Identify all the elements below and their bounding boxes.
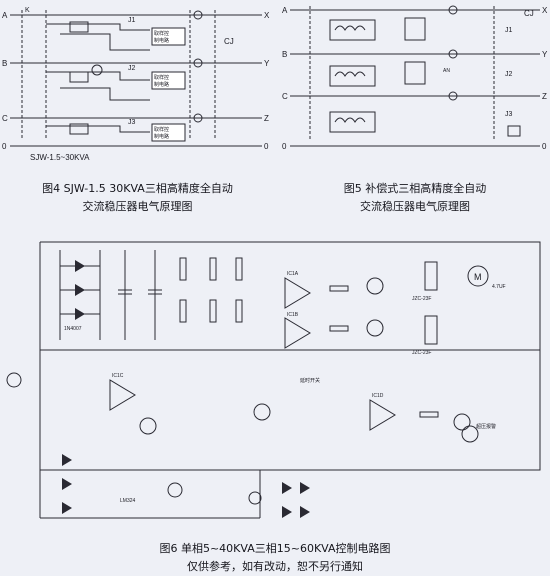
bridge-rectifier-top <box>59 250 101 340</box>
fig4-phase-b: B <box>2 59 7 68</box>
fig4-out-0: 0 <box>264 142 269 151</box>
fig5-out-z: Z <box>542 92 547 101</box>
fig4-phase-a: A <box>2 11 8 20</box>
fig5-relay-j3: J3 <box>505 111 513 118</box>
opamp-ic1a: IC1A <box>287 271 299 277</box>
fig5-relay-j2: J2 <box>505 71 513 78</box>
figure-5-diagram: A B C 0 X Y Z 0 CJ J1 J2 J3 AN <box>280 0 550 175</box>
bridge-rectifier-bottom <box>62 454 310 518</box>
opamp-ic1c: IC1C <box>112 373 124 379</box>
fig6-caption-line1: 图6 单相5~40KVA三相15~60KVA控制电路图 <box>159 542 391 555</box>
fig5-relay-j1: J1 <box>505 27 513 34</box>
fig5-contactor-cj: CJ <box>524 9 534 18</box>
fig5-phase-c: C <box>282 92 288 101</box>
fig4-phase-lines <box>10 14 262 147</box>
chip-lm324: LM324 <box>120 498 136 504</box>
opamp-ic1b: IC1B <box>287 312 299 318</box>
relay-j1-label: JZC-23F <box>412 296 431 302</box>
figure-4-caption: 图4 SJW-1.5 30KVA三相高精度全自动 交流稳压器电气原理图 <box>0 180 275 216</box>
fig4-relay-j2: J2 <box>128 65 136 72</box>
motor-m: M <box>474 272 482 282</box>
fig4-phase-c: C <box>2 114 8 123</box>
fig5-switch-an: AN <box>443 68 450 74</box>
fig4-out-y: Y <box>264 59 270 68</box>
figure-5-caption: 图5 补偿式三相高精度全自动 交流稳压器电气原理图 <box>280 180 550 216</box>
fig4-relay-j1: J1 <box>128 17 136 24</box>
opamp-ic1d: IC1D <box>372 393 384 399</box>
fig5-out-y: Y <box>542 50 548 59</box>
fig4-relay-j3: J3 <box>128 119 136 126</box>
figure-6-caption: 图6 单相5~40KVA三相15~60KVA控制电路图 仅供参考，如有改动，恕不… <box>0 540 550 576</box>
fig5-out-0: 0 <box>542 142 547 151</box>
fig5-caption-line1: 图5 补偿式三相高精度全自动 <box>343 182 487 195</box>
fig4-model: SJW-1.5~30KVA <box>30 153 90 162</box>
fig4-caption-line2: 交流稳压器电气原理图 <box>82 200 193 213</box>
fig4-ctrl-box-1: 取样控 <box>154 30 169 37</box>
fig4-caption-line1: 图4 SJW-1.5 30KVA三相高精度全自动 <box>42 182 233 195</box>
fig4-ctrl-box-3: 取样控 <box>154 126 169 133</box>
svg-text:制电路: 制电路 <box>154 81 169 88</box>
svg-text:制电路: 制电路 <box>154 133 169 140</box>
fig4-contactor-cj: CJ <box>224 37 234 46</box>
fig5-out-x: X <box>542 6 548 15</box>
fig4-out-z: Z <box>264 114 269 123</box>
diode-part: 1N4007 <box>64 326 82 332</box>
fig5-phase-b: B <box>282 50 287 59</box>
fig4-phase-0: 0 <box>2 142 7 151</box>
alarm-label: 超压报警 <box>476 423 496 430</box>
fig5-phase-0: 0 <box>282 142 287 151</box>
fig4-ctrl-box-2: 取样控 <box>154 74 169 81</box>
figure-6-diagram: IC1A IC1B IC1C IC1D JZC-23F JZC-23F M 4.… <box>0 230 550 542</box>
fig6-caption-line2: 仅供参考，如有改动，恕不另行通知 <box>187 560 363 573</box>
fig4-switch-k: K <box>25 7 30 14</box>
relay-j2-label: JZC-23F <box>412 350 431 356</box>
delay-switch-label: 延时开关 <box>300 377 320 384</box>
fig5-caption-line2: 交流稳压器电气原理图 <box>360 200 470 213</box>
svg-text:制电路: 制电路 <box>154 37 169 44</box>
fig5-phase-a: A <box>282 6 288 15</box>
figure-4-diagram: 取样控 制电路 取样控 制电路 取样控 制电路 J1 J2 J3 A B C 0… <box>0 0 275 175</box>
motor-cap-value: 4.7UF <box>492 284 506 290</box>
fig4-out-x: X <box>264 11 270 20</box>
